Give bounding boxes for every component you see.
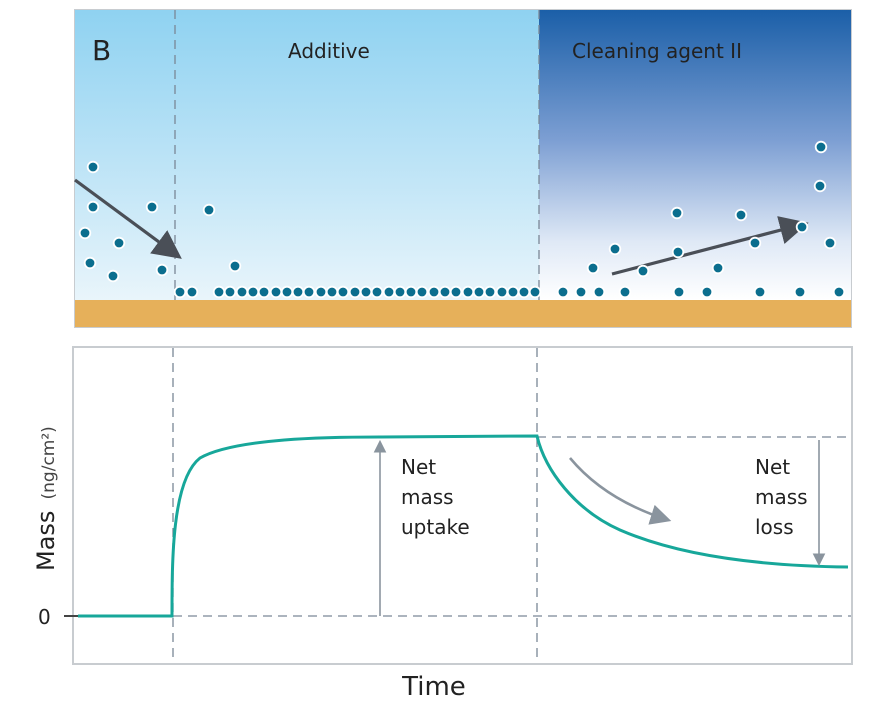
molecule (823, 236, 837, 250)
top-panel: B Additive Cleaning agent II (74, 9, 852, 328)
substrate-layer (75, 300, 851, 327)
molecule (795, 220, 809, 234)
molecule (734, 208, 748, 222)
molecule (671, 245, 685, 259)
molecule (814, 140, 828, 154)
molecule (155, 263, 169, 277)
loss-label-line-2: mass (755, 485, 808, 509)
molecule (302, 285, 316, 299)
x-axis-label: Time (401, 672, 466, 702)
molecule (415, 285, 429, 299)
molecule (370, 285, 384, 299)
molecule (793, 285, 807, 299)
molecule (495, 285, 509, 299)
bottom-panel: 0 Net mass uptake Net mass loss Mass (ng… (32, 346, 853, 702)
molecule (608, 242, 622, 256)
molecule (618, 285, 632, 299)
molecule (517, 285, 531, 299)
molecule (83, 256, 97, 270)
molecule (348, 285, 362, 299)
molecule (753, 285, 767, 299)
top-panel-frame (74, 9, 852, 328)
phase-label-additive: Additive (288, 39, 370, 63)
molecules (78, 140, 846, 299)
molecule (280, 285, 294, 299)
molecule (78, 226, 92, 240)
molecule (711, 261, 725, 275)
molecule (813, 179, 827, 193)
molecule (483, 285, 497, 299)
y-axis-label-text: Mass (ng/cm²) (32, 426, 60, 571)
y-axis-label: Mass (ng/cm²) (32, 426, 60, 571)
molecule (185, 285, 199, 299)
molecule (636, 264, 650, 278)
molecule (382, 285, 396, 299)
molecule (472, 285, 486, 299)
graph-frame (72, 346, 853, 665)
molecule (291, 285, 305, 299)
panel-label: B (92, 34, 111, 67)
molecule (106, 269, 120, 283)
decline-arrow (569, 457, 672, 525)
molecule (359, 285, 373, 299)
molecule (574, 285, 588, 299)
molecule (393, 285, 407, 299)
mass-curve (78, 434, 849, 618)
molecule (228, 259, 242, 273)
molecule (672, 285, 686, 299)
molecule (528, 285, 542, 299)
molecule (173, 285, 187, 299)
molecule (336, 285, 350, 299)
uptake-label-line-2: mass (401, 485, 454, 509)
loss-label-line-3: loss (755, 515, 794, 539)
molecule (670, 206, 684, 220)
y-axis-label-unit: (ng/cm²) (39, 426, 59, 499)
molecule (269, 285, 283, 299)
zero-tick-label: 0 (38, 605, 51, 629)
molecule (257, 285, 271, 299)
molecule (246, 285, 260, 299)
molecule (202, 203, 216, 217)
molecule (556, 285, 570, 299)
molecule (506, 285, 520, 299)
uptake-label-line-1: Net (401, 455, 436, 479)
molecule (700, 285, 714, 299)
molecule (404, 285, 418, 299)
molecule (86, 200, 100, 214)
molecule (314, 285, 328, 299)
uptake-label-line-3: uptake (401, 515, 470, 539)
molecule (461, 285, 475, 299)
molecule (832, 285, 846, 299)
molecule (325, 285, 339, 299)
molecule (145, 200, 159, 214)
phase-label-cleaning: Cleaning agent II (572, 39, 742, 63)
loss-label-line-1: Net (755, 455, 790, 479)
molecule (112, 236, 126, 250)
molecule (427, 285, 441, 299)
molecule (212, 285, 226, 299)
molecule (438, 285, 452, 299)
molecule (86, 160, 100, 174)
adsorption-arrow (74, 178, 182, 259)
molecule (592, 285, 606, 299)
molecule (223, 285, 237, 299)
molecule (748, 236, 762, 250)
y-axis-label-main: Mass (32, 511, 60, 571)
molecule (586, 261, 600, 275)
molecule (449, 285, 463, 299)
molecule (235, 285, 249, 299)
